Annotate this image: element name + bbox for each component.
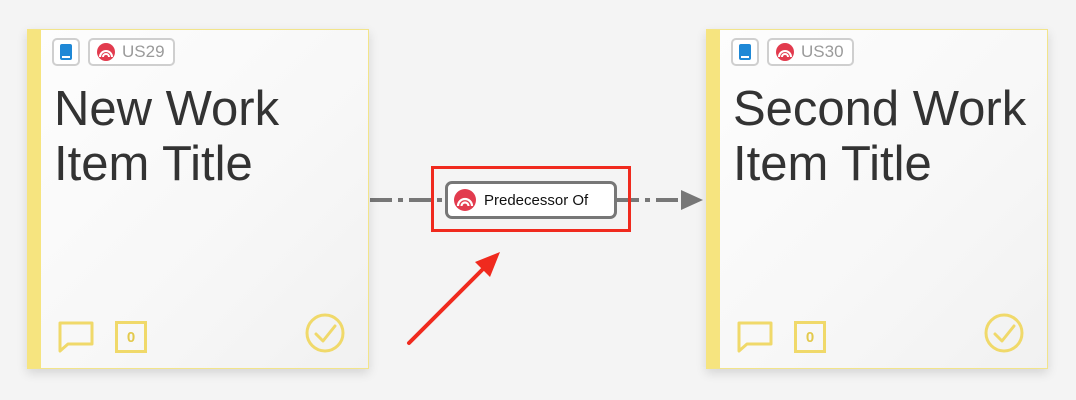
work-item-type-badge[interactable] xyxy=(731,38,759,66)
relation-label-text: Predecessor Of xyxy=(484,191,589,209)
relation-label[interactable]: Predecessor Of xyxy=(445,181,617,219)
work-item-title[interactable]: Second Work Item Title xyxy=(733,82,1027,191)
work-item-id-badge[interactable]: US30 xyxy=(767,38,854,66)
book-icon xyxy=(60,44,72,60)
comment-icon[interactable] xyxy=(57,320,95,354)
work-item-card[interactable]: US30 Second Work Item Title 0 xyxy=(706,29,1048,369)
work-item-id: US30 xyxy=(801,42,844,61)
work-item-card[interactable]: US29 New Work Item Title 0 xyxy=(27,29,369,369)
rainbow-target-icon xyxy=(776,43,794,61)
work-item-type-badge[interactable] xyxy=(52,38,80,66)
check-circle-icon[interactable] xyxy=(983,312,1025,354)
comment-icon[interactable] xyxy=(736,320,774,354)
book-icon xyxy=(739,44,751,60)
work-item-title[interactable]: New Work Item Title xyxy=(54,82,280,191)
card-header: US29 xyxy=(52,38,175,66)
work-item-id: US29 xyxy=(122,42,165,61)
card-footer: 0 xyxy=(736,320,826,354)
card-footer: 0 xyxy=(57,320,147,354)
attachment-count-badge[interactable]: 0 xyxy=(794,321,826,353)
connector-arrowhead xyxy=(681,190,703,210)
rainbow-target-icon xyxy=(454,189,476,211)
check-circle-icon[interactable] xyxy=(304,312,346,354)
attachment-count-badge[interactable]: 0 xyxy=(115,321,147,353)
highlight-box xyxy=(431,166,631,232)
card-header: US30 xyxy=(731,38,854,66)
rainbow-target-icon xyxy=(97,43,115,61)
work-item-id-badge[interactable]: US29 xyxy=(88,38,175,66)
